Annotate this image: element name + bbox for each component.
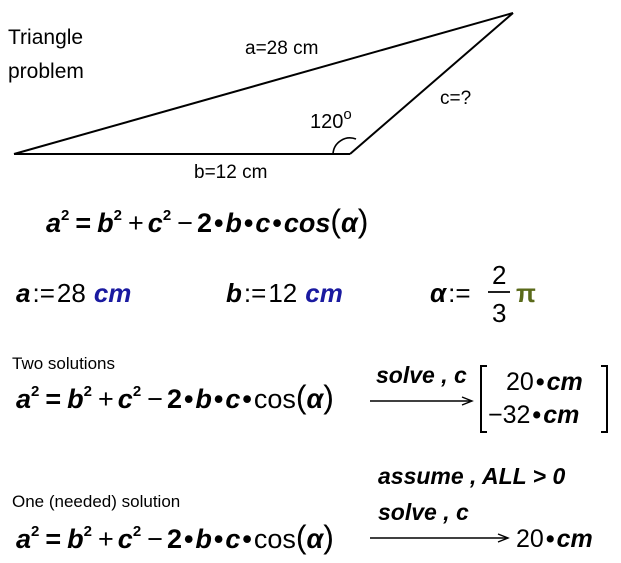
side-c-label: c=? bbox=[440, 88, 471, 109]
solve-arrowhead-2 bbox=[497, 533, 510, 543]
solve-keyword: solve , c bbox=[376, 362, 467, 388]
frac-numerator: 2 bbox=[492, 260, 506, 290]
eq-two: 2 bbox=[197, 208, 212, 238]
one-solution-equation: a2=b2+c2−2•b•c•cos(α) bbox=[16, 519, 334, 555]
pi-symbol: π bbox=[516, 278, 536, 308]
result-2: −32•cm bbox=[488, 401, 579, 429]
two-solutions-caption: Two solutions bbox=[12, 354, 115, 373]
svg-text:α:=: α:= bbox=[430, 278, 471, 308]
side-c-line bbox=[349, 12, 514, 155]
eq-alpha: α bbox=[341, 208, 359, 238]
one-solution-block: assume , ALL > 0 One (needed) solution s… bbox=[12, 463, 593, 555]
law-of-cosines-equation: a2=b2+c2−2•b•c•cos(α) bbox=[46, 203, 368, 239]
eq-rparen: ) bbox=[358, 203, 369, 239]
eq-equals: = bbox=[75, 208, 91, 238]
frac-denominator: 3 bbox=[492, 298, 506, 328]
eq-c2: c bbox=[255, 208, 270, 238]
assume-keyword: assume , ALL > 0 bbox=[378, 463, 565, 489]
angle-arc bbox=[332, 137, 357, 155]
def-alpha: α:= 2 3 π bbox=[430, 260, 536, 328]
side-a-label: a=28 cm bbox=[245, 38, 318, 59]
diagram-title-line1: Triangle bbox=[8, 26, 83, 49]
eq-dot: • bbox=[214, 208, 223, 238]
one-solution-caption: One (needed) solution bbox=[12, 492, 180, 511]
def-b-unit: cm bbox=[305, 278, 343, 308]
result-1: 20•cm bbox=[506, 368, 583, 396]
eq-b-exp: 2 bbox=[114, 207, 122, 224]
eq-plus: + bbox=[128, 208, 144, 238]
diagram-title-line2: problem bbox=[8, 60, 84, 83]
eq-b2: b bbox=[225, 208, 242, 238]
eq-a-exp: 2 bbox=[61, 207, 69, 224]
eq-b: b bbox=[97, 208, 114, 238]
matrix-right-bracket bbox=[601, 365, 608, 433]
angle-label: 120o bbox=[310, 106, 352, 133]
eq-dot3: • bbox=[272, 208, 281, 238]
side-a-line bbox=[13, 12, 514, 155]
solve-arrowhead bbox=[461, 396, 474, 406]
solve-keyword-2: solve , c bbox=[378, 499, 469, 525]
matrix-left-bracket bbox=[480, 365, 487, 433]
eq-a: a bbox=[46, 208, 61, 238]
two-solutions-equation: a2=b2+c2−2•b•c•cos(α) bbox=[16, 379, 334, 415]
eq-dot2: • bbox=[244, 208, 253, 238]
eq-c: c bbox=[148, 208, 163, 238]
triangle-diagram: Triangle problem a=28 cm b=12 cm c=? 120… bbox=[8, 12, 514, 183]
final-result: 20•cm bbox=[516, 525, 593, 553]
eq-minus: − bbox=[177, 208, 193, 238]
two-solutions-block: Two solutions a2=b2+c2−2•b•c•cos(α) solv… bbox=[12, 354, 608, 433]
eq-c-exp: 2 bbox=[163, 207, 171, 224]
side-b-label: b=12 cm bbox=[194, 162, 267, 183]
eq-lparen: ( bbox=[330, 203, 341, 239]
eq-cos: cos bbox=[284, 208, 331, 238]
svg-text:a2=b2+c2−2•b•c•cos(α): a2=b2+c2−2•b•c•cos(α) bbox=[46, 203, 368, 239]
def-a-unit: cm bbox=[94, 278, 132, 308]
